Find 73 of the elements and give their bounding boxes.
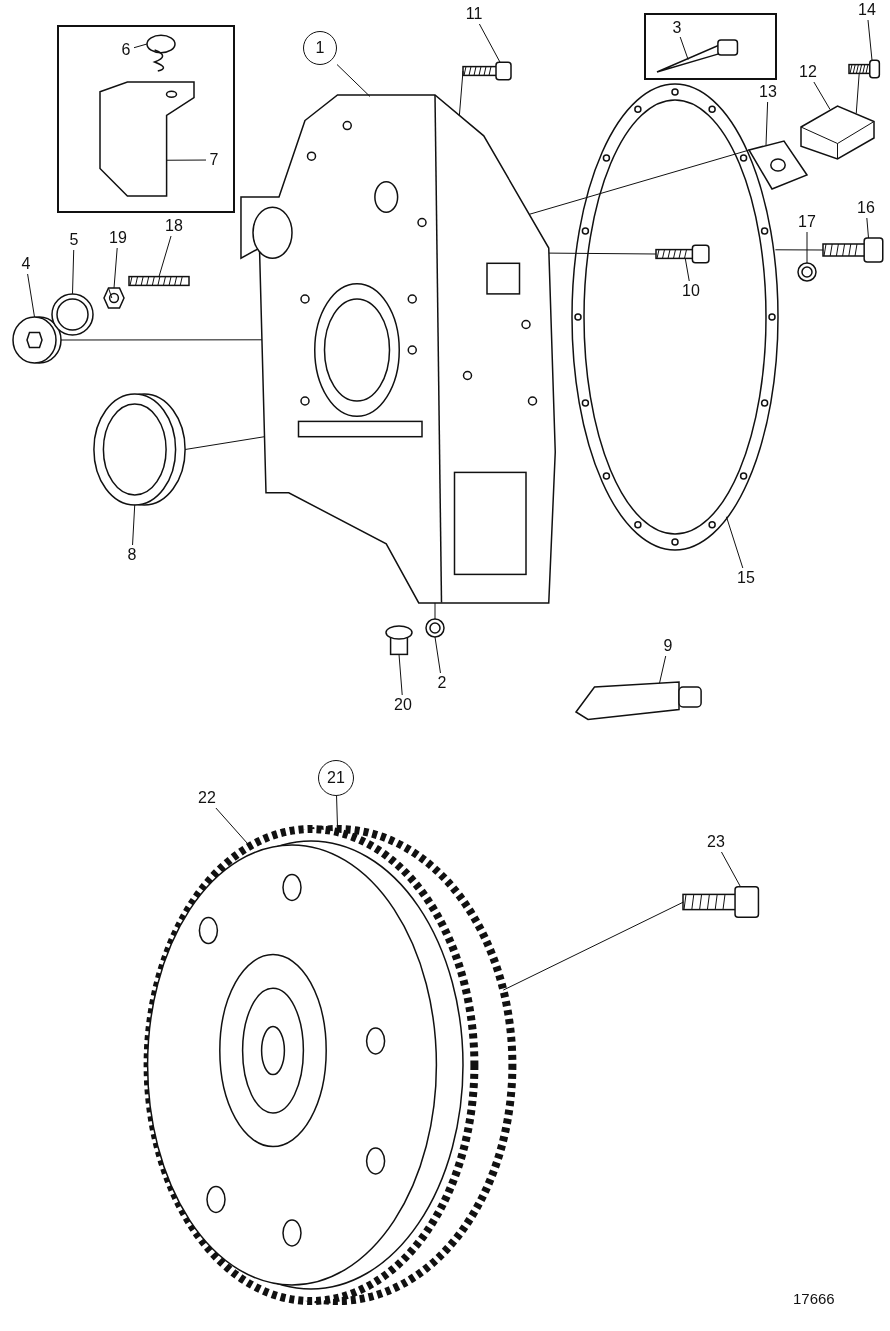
seal-ring-drawing: [92, 392, 187, 507]
bolt-drawing: [822, 235, 884, 265]
callout-number: 1: [303, 31, 337, 65]
clip-drawing: [145, 32, 177, 72]
washer-drawing: [797, 262, 817, 282]
inset-frame: [57, 25, 235, 213]
leader-line: [133, 43, 148, 49]
callout-number: 11: [463, 4, 485, 24]
leader-line: [679, 36, 689, 61]
callout-number: 22: [196, 788, 218, 808]
callout-number: 20: [392, 695, 414, 715]
callout-number: 5: [66, 230, 82, 250]
callout-number: 21: [318, 760, 354, 796]
leader-line: [158, 235, 172, 278]
gasket-ring-drawing: [570, 82, 780, 552]
leader-line: [113, 247, 118, 289]
callout-number: 14: [855, 0, 879, 20]
leader-line: [398, 653, 403, 696]
callout-number: 7: [206, 150, 222, 170]
callout-number: 8: [124, 545, 140, 565]
plug-drawing: [385, 625, 413, 655]
bracket-drawing: [98, 80, 196, 198]
leader-line: [813, 81, 831, 110]
leader-line: [548, 252, 657, 255]
leader-line: [458, 70, 464, 116]
pin-drawing: [655, 38, 740, 74]
leader-line: [27, 273, 35, 318]
leader-line: [774, 249, 824, 251]
leader-line: [725, 516, 744, 569]
callout-number: 4: [18, 254, 34, 274]
callout-number: 19: [107, 228, 129, 248]
leader-line: [806, 231, 808, 264]
inset-frame: [644, 13, 777, 80]
leader-line: [720, 851, 741, 888]
bolt-drawing: [462, 60, 512, 82]
o-ring-drawing: [50, 292, 95, 337]
leader-line: [72, 249, 75, 295]
leader-line: [765, 101, 769, 146]
leader-line: [867, 19, 873, 61]
leader-line: [478, 23, 501, 63]
callout-number: 17: [796, 212, 818, 232]
callout-number: 12: [797, 62, 819, 82]
leader-line: [528, 149, 750, 215]
rubber-mount-drawing: [800, 105, 875, 160]
callout-number: 23: [705, 832, 727, 852]
leader-line: [659, 655, 667, 684]
leader-line: [855, 72, 860, 114]
leader-line: [184, 436, 265, 450]
leader-line: [434, 602, 436, 620]
callout-number: 15: [735, 568, 757, 588]
callout-number: 16: [855, 198, 877, 218]
callout-number: 18: [163, 216, 185, 236]
gasket-drawing: [748, 140, 808, 190]
callout-number: 13: [757, 82, 779, 102]
nut-drawing: [103, 287, 125, 309]
leader-line: [60, 339, 263, 341]
callout-number: 2: [434, 673, 450, 693]
callout-number: 10: [680, 281, 702, 301]
leader-line: [336, 64, 371, 98]
drawing-number: 17666: [793, 1290, 835, 1307]
plug-drawing: [12, 315, 62, 365]
leader-line: [866, 217, 869, 239]
leader-line: [502, 901, 685, 991]
leader-line: [684, 257, 690, 282]
bolt-drawing: [682, 883, 760, 921]
callout-number: 3: [670, 19, 684, 37]
leader-line: [434, 636, 441, 674]
callout-number: 9: [660, 636, 676, 656]
leader-line: [132, 504, 136, 546]
leader-line: [166, 159, 207, 161]
washer-drawing: [425, 618, 445, 638]
bolt-drawing: [848, 58, 880, 80]
callout-number: 6: [118, 40, 134, 60]
